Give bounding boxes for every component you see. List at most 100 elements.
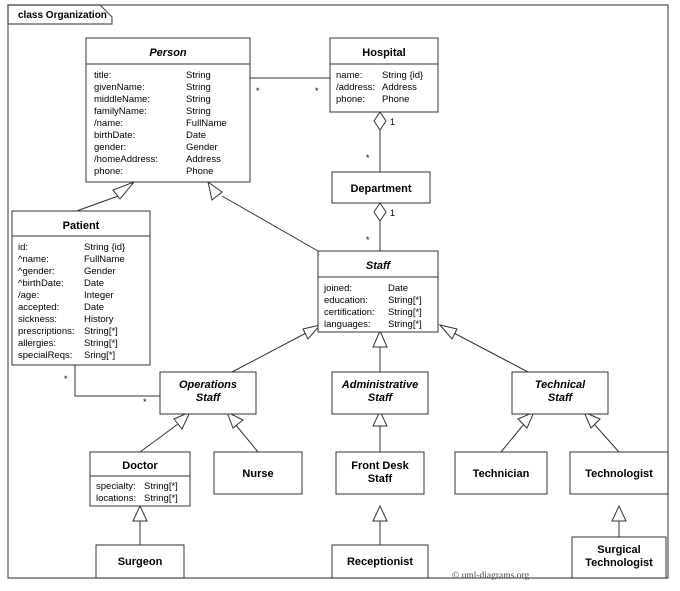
class-surgical-technologist-title-line1: Surgical bbox=[597, 544, 640, 556]
class-doctor[interactable]: Doctor specialty: String[*] locations: S… bbox=[89, 451, 191, 507]
assoc-patient-operations-staff bbox=[74, 365, 160, 397]
gen-technical-staff-line bbox=[451, 331, 529, 373]
generalization-arrow-front-desk bbox=[372, 409, 388, 427]
class-front-desk-staff-title-line1: Front Desk bbox=[351, 460, 409, 472]
attr-name: locations: bbox=[96, 493, 136, 504]
class-doctor-title: Doctor bbox=[122, 460, 158, 472]
attr-type: Address bbox=[186, 154, 221, 165]
multiplicity-labels: * * 1 * 1 * * * bbox=[64, 86, 395, 407]
attr-name: birthDate: bbox=[94, 130, 135, 141]
multiplicity-person-hospital-right: * bbox=[315, 86, 319, 96]
generalization-arrow-doctor bbox=[173, 411, 192, 430]
attr-type: Date bbox=[388, 283, 408, 294]
class-technical-staff-title-line2: Staff bbox=[548, 392, 574, 404]
class-operations-staff-title-line2: Staff bbox=[196, 392, 222, 404]
frame-label: class Organization bbox=[18, 10, 107, 21]
attr-name: prescriptions: bbox=[18, 326, 75, 337]
attr-type: String bbox=[186, 106, 211, 117]
attr-name: phone: bbox=[336, 94, 365, 105]
gen-operations-staff-line bbox=[231, 331, 309, 373]
multiplicity-patient-ops-right: * bbox=[143, 397, 147, 407]
attr-name: /name: bbox=[94, 118, 123, 129]
attr-name: certification: bbox=[324, 307, 375, 318]
attr-name: ^gender: bbox=[18, 266, 55, 277]
attr-type: String bbox=[186, 82, 211, 93]
class-surgeon[interactable]: Surgeon bbox=[95, 544, 185, 579]
class-staff[interactable]: Staff joined: Date education: String[*] … bbox=[317, 250, 439, 333]
attr-name: phone: bbox=[94, 166, 123, 177]
attr-name: familyName: bbox=[94, 106, 147, 117]
attr-name: middleName: bbox=[94, 94, 150, 105]
generalization-arrow-technologist bbox=[583, 411, 601, 429]
class-person-title: Person bbox=[149, 47, 187, 59]
attr-name: /age: bbox=[18, 290, 39, 301]
class-hospital-title: Hospital bbox=[362, 47, 405, 59]
class-technologist-title: Technologist bbox=[585, 468, 653, 480]
class-department-title: Department bbox=[350, 183, 411, 195]
aggregation-diamond-hospital bbox=[373, 111, 387, 131]
attr-name: /address: bbox=[336, 82, 375, 93]
attr-type: String[*] bbox=[388, 319, 422, 330]
gen-technologist-line bbox=[593, 423, 620, 453]
attr-name: /homeAddress: bbox=[94, 154, 158, 165]
generalization-arrow-technical-staff bbox=[438, 324, 458, 340]
attr-type: String bbox=[186, 70, 211, 81]
generalization-arrow-administrative-staff bbox=[372, 329, 388, 348]
attr-type: Address bbox=[382, 82, 417, 93]
class-nurse[interactable]: Nurse bbox=[213, 451, 303, 495]
attr-name: specialty: bbox=[96, 481, 136, 492]
aggregation-diamond-department bbox=[373, 202, 387, 222]
class-surgical-technologist[interactable]: Surgical Technologist bbox=[571, 536, 667, 579]
attr-type: String {id} bbox=[382, 70, 423, 81]
class-front-desk-staff[interactable]: Front Desk Staff bbox=[335, 451, 425, 495]
multiplicity-hospital-one: 1 bbox=[390, 117, 395, 127]
class-patient[interactable]: Patient id: String {id} ^name: FullName … bbox=[11, 210, 151, 366]
attr-type: Date bbox=[84, 302, 104, 313]
attr-name: ^birthDate: bbox=[18, 278, 64, 289]
attr-name: givenName: bbox=[94, 82, 145, 93]
generalization-arrow-technician bbox=[517, 411, 535, 429]
generalization-arrow-staff bbox=[207, 180, 223, 201]
generalization-arrow-patient bbox=[112, 180, 136, 200]
generalization-arrow-operations-staff bbox=[302, 324, 322, 340]
class-patient-title: Patient bbox=[63, 220, 100, 232]
attr-type: FullName bbox=[84, 254, 125, 265]
class-hospital[interactable]: Hospital name: String {id} /address: Add… bbox=[329, 37, 439, 113]
credit-watermark: © uml-diagrams.org bbox=[452, 570, 529, 581]
class-technician[interactable]: Technician bbox=[454, 451, 548, 495]
class-technical-staff[interactable]: Technical Staff bbox=[511, 371, 609, 415]
class-nurse-title: Nurse bbox=[242, 468, 273, 480]
class-administrative-staff[interactable]: Administrative Staff bbox=[331, 371, 429, 415]
attr-name: id: bbox=[18, 242, 28, 253]
class-surgical-technologist-title-line2: Technologist bbox=[585, 557, 653, 569]
attr-type: String[*] bbox=[84, 338, 118, 349]
gen-technician-line bbox=[500, 423, 525, 453]
class-surgeon-title: Surgeon bbox=[118, 556, 163, 568]
class-front-desk-staff-title-line2: Staff bbox=[368, 473, 393, 485]
class-operations-staff-title-line1: Operations bbox=[179, 379, 237, 391]
attr-name: specialReqs: bbox=[18, 350, 72, 361]
class-technician-title: Technician bbox=[473, 468, 530, 480]
attr-type: String[*] bbox=[84, 326, 118, 337]
class-technologist[interactable]: Technologist bbox=[569, 451, 669, 495]
generalization-arrow-surgical-technologist bbox=[611, 504, 627, 522]
gen-patient-person-line bbox=[70, 194, 122, 214]
attr-type: Gender bbox=[186, 142, 218, 153]
class-administrative-staff-title-line2: Staff bbox=[368, 392, 394, 404]
multiplicity-staff-many: * bbox=[366, 235, 370, 245]
attr-type: Gender bbox=[84, 266, 116, 277]
class-person[interactable]: Person title: String givenName: String m… bbox=[85, 37, 251, 183]
attr-type: String {id} bbox=[84, 242, 125, 253]
diagram-frame: class Organization bbox=[7, 4, 669, 579]
class-staff-title: Staff bbox=[366, 260, 392, 272]
attr-type: Phone bbox=[382, 94, 409, 105]
class-operations-staff[interactable]: Operations Staff bbox=[159, 371, 257, 415]
attr-name: education: bbox=[324, 295, 368, 306]
attr-name: ^name: bbox=[18, 254, 49, 265]
class-technical-staff-title-line1: Technical bbox=[535, 379, 586, 391]
attr-name: languages: bbox=[324, 319, 370, 330]
attr-type: FullName bbox=[186, 118, 227, 129]
class-receptionist[interactable]: Receptionist bbox=[331, 544, 429, 579]
class-department[interactable]: Department bbox=[331, 171, 431, 204]
